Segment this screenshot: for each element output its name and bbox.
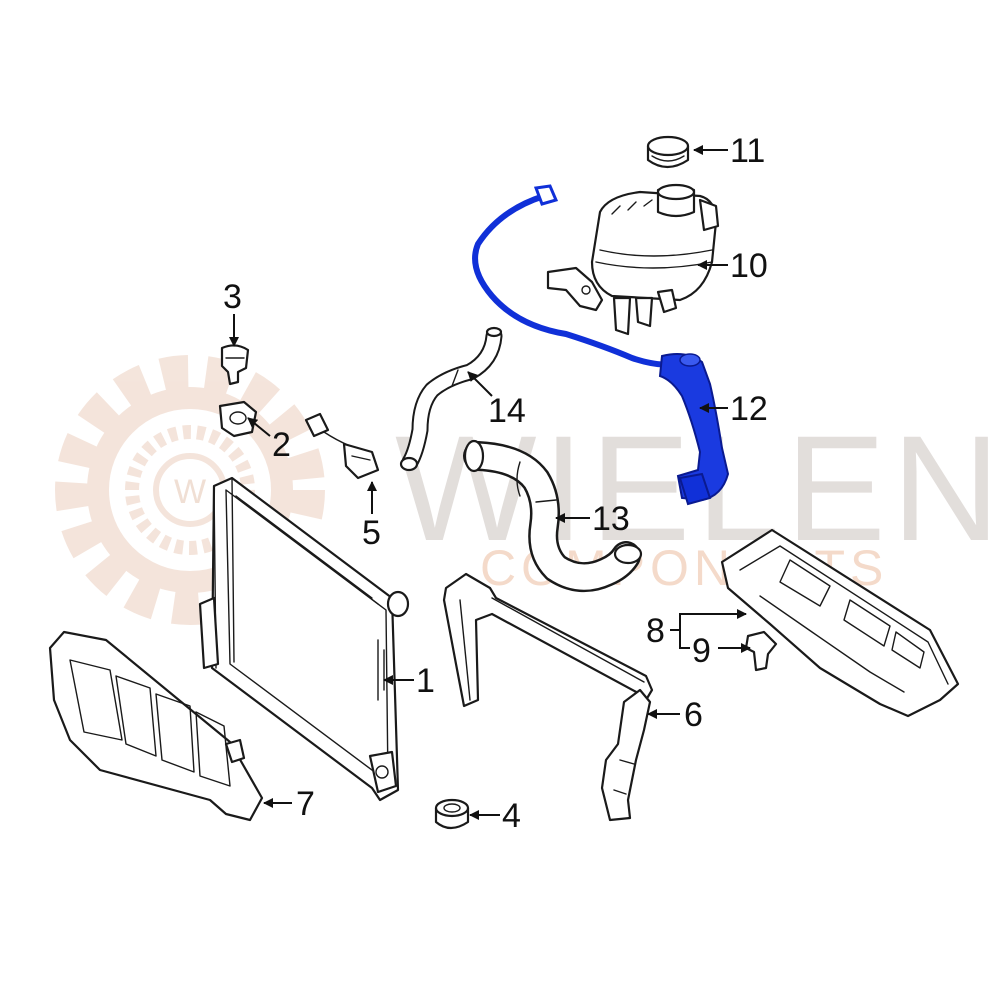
leader-8-lower xyxy=(679,630,690,649)
part-5-temperature-sensor[interactable] xyxy=(304,412,380,480)
part-7-air-guide[interactable] xyxy=(48,630,264,822)
leader-lines xyxy=(229,145,751,820)
callout-1: 1 xyxy=(416,662,435,700)
part-11-reservoir-cap[interactable] xyxy=(646,135,690,169)
part-12-upper-coolant-hose[interactable] xyxy=(472,184,730,506)
callout-13: 13 xyxy=(592,500,630,538)
callout-5: 5 xyxy=(362,514,381,552)
callout-7: 7 xyxy=(296,785,315,823)
part-9-panel-clip[interactable] xyxy=(744,630,778,672)
watermark-emblem-letter: W xyxy=(174,473,206,511)
callout-6: 6 xyxy=(684,696,703,734)
part-13-lower-coolant-hose[interactable] xyxy=(463,439,643,593)
part-4-grommet[interactable] xyxy=(434,798,470,830)
callout-3: 3 xyxy=(223,278,242,316)
part-14-bypass-hose[interactable] xyxy=(399,326,503,472)
leader-2 xyxy=(247,417,271,437)
part-6-radiator-support[interactable] xyxy=(442,572,654,822)
part-10-expansion-tank[interactable] xyxy=(546,183,720,336)
part-1-radiator[interactable] xyxy=(198,476,410,802)
callout-11: 11 xyxy=(730,132,765,170)
callout-2: 2 xyxy=(272,426,291,464)
leader-8 xyxy=(670,609,747,631)
leader-14 xyxy=(467,371,493,397)
callout-8: 8 xyxy=(646,612,665,650)
callout-14: 14 xyxy=(488,392,526,430)
callout-labels: 11 10 12 14 13 3 2 5 1 6 7 4 8 9 xyxy=(223,132,768,835)
callout-9: 9 xyxy=(692,632,711,670)
callout-4: 4 xyxy=(502,797,521,835)
callout-12: 12 xyxy=(730,390,768,428)
part-3-mounting-clip[interactable] xyxy=(220,344,250,386)
part-8-cowl-panel[interactable] xyxy=(720,528,960,718)
part-2-radiator-bushing[interactable] xyxy=(218,400,258,438)
callout-10: 10 xyxy=(730,247,768,285)
